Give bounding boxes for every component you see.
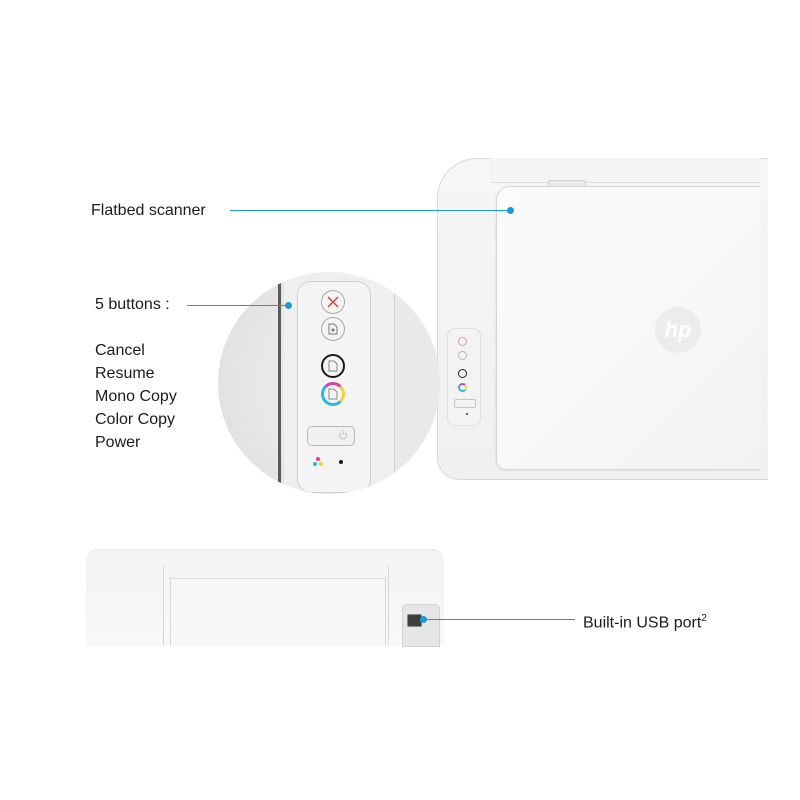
usb-port-label-text: Built-in USB port [583,614,702,632]
mono-copy-button[interactable] [321,354,345,378]
printer-edge [278,272,281,494]
buttons-callout-dot [285,302,292,309]
flatbed-leader-line [230,210,510,211]
mini-control-panel [447,328,481,426]
mini-ink-indicator [466,413,468,415]
mono-copy-icon [328,360,338,372]
resume-doc-icon [328,323,338,335]
color-ink-indicator-icon [313,457,323,467]
cancel-x-icon [327,296,339,308]
usb-port-label: Built-in USB port2 [583,607,707,634]
button-list-item-color-copy: Color Copy [95,411,176,428]
mini-cancel-icon [458,337,467,346]
mini-power-button [454,399,476,408]
power-button[interactable] [307,426,355,446]
button-list-item-cancel: Cancel [95,342,145,359]
scanner-lid-edge [394,292,440,492]
button-list-item-mono-copy: Mono Copy [95,388,177,405]
cancel-button[interactable] [321,290,345,314]
flatbed-scanner-lid [496,186,761,470]
usb-footnote-marker: 2 [701,613,707,624]
mini-color-copy-icon [458,383,467,392]
resume-button[interactable] [321,317,345,341]
flatbed-callout-dot [507,207,514,214]
hp-logo: hp [655,307,701,353]
black-ink-indicator-icon [339,460,343,464]
button-list: Cancel Resume Mono Copy Color Copy Power [95,339,177,454]
buttons-label: 5 buttons : [95,296,170,313]
buttons-leader-line [187,305,287,306]
control-panel [297,281,371,493]
button-list-item-resume: Resume [95,365,155,382]
power-icon [338,430,348,440]
mini-resume-icon [458,351,467,360]
printer-rear-edge [490,158,760,183]
button-list-item-power: Power [95,434,141,451]
rear-access-panel [170,578,386,646]
mini-mono-copy-icon [458,369,467,378]
color-copy-button[interactable] [321,382,345,406]
rear-seam-left [163,565,164,645]
flatbed-scanner-label: Flatbed scanner [91,202,206,219]
usb-callout-dot [420,616,427,623]
rear-seam-right [388,565,389,645]
usb-leader-line [425,619,575,620]
color-copy-icon [328,388,338,400]
control-panel-zoom [218,272,440,494]
